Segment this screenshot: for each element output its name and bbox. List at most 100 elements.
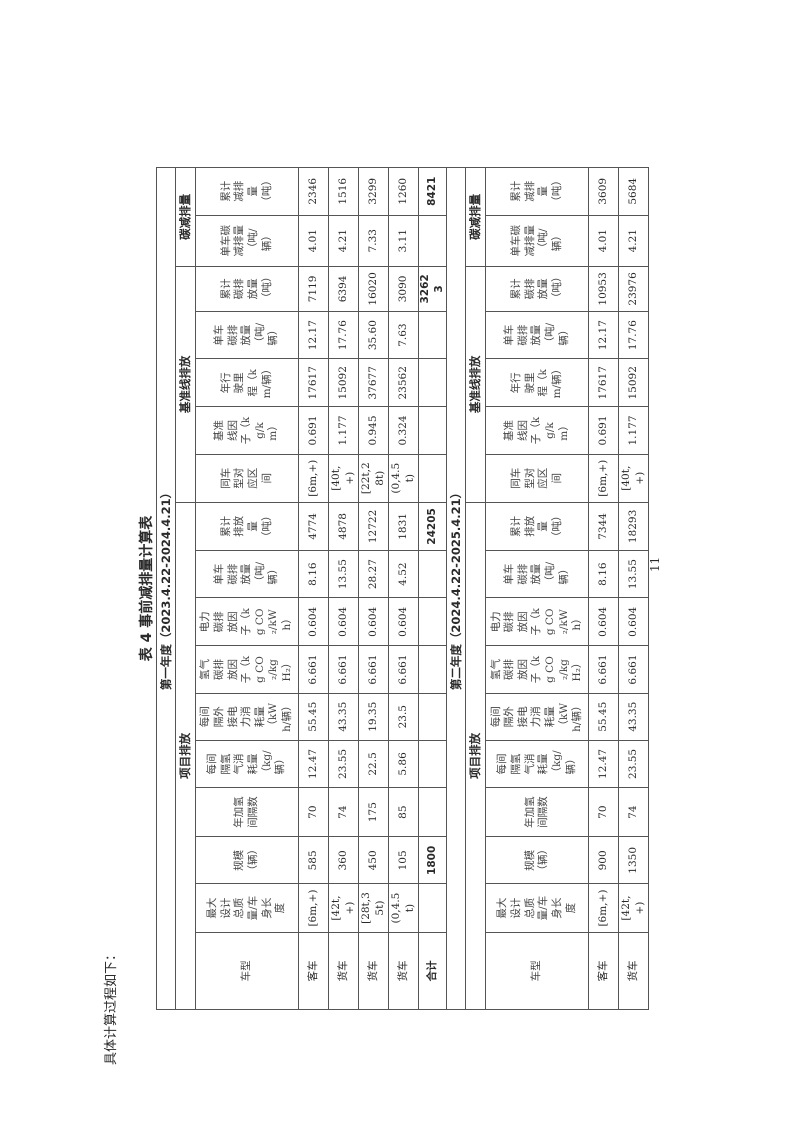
table-cell: 12.17 [588, 311, 619, 359]
total-cell [418, 358, 447, 407]
table-cell: 15092 [618, 358, 649, 407]
column-header: 规模（辆） [195, 836, 299, 884]
total-cell: 32623 [418, 266, 447, 312]
table-cell: 6.661 [618, 645, 649, 694]
table-cell: 6394 [328, 266, 359, 312]
section-carbon-reduction: 碳减排量 [175, 167, 196, 267]
column-header: 氢气碳排放因子（kg CO₂/kg H₂） [195, 645, 299, 694]
table-cell: 23.55 [328, 740, 359, 788]
column-header: 年加氢间隔数 [485, 787, 589, 837]
table-cell: [6m,+) [588, 883, 619, 933]
table-cell: 8.16 [588, 550, 619, 598]
total-cell [418, 215, 447, 267]
table-cell: [6m,+) [588, 454, 619, 503]
table-cell: 7.63 [388, 311, 419, 359]
total-cell [418, 883, 447, 933]
column-header: 每间隔外接电力消耗量（kWh/辆） [485, 693, 589, 741]
table-cell: 0.324 [388, 406, 419, 455]
table-cell: 8.16 [298, 550, 329, 598]
table-cell: 3.11 [388, 215, 419, 267]
column-header: 车型 [485, 932, 589, 1010]
total-cell [418, 693, 447, 741]
column-header: 基准线因子（kg/km） [195, 406, 299, 455]
table-cell: 12.17 [298, 311, 329, 359]
table-cell: [42t,+) [618, 883, 649, 933]
table-cell: 客车 [298, 932, 329, 1010]
column-header: 累计减排量（吨） [485, 167, 589, 216]
section-carbon-reduction: 碳减排量 [465, 167, 486, 267]
column-header: 单车碳排放量（吨/辆） [195, 311, 299, 359]
table-cell: 17.76 [618, 311, 649, 359]
table-cell: 55.45 [298, 693, 329, 741]
total-cell: 合计 [418, 932, 447, 1010]
total-cell [418, 787, 447, 837]
table-cell: 6.661 [588, 645, 619, 694]
column-header: 年行驶里程（km/辆） [485, 358, 589, 407]
table-cell: 17617 [588, 358, 619, 407]
column-header: 电力碳排放因子（kg CO₂/kWh） [485, 597, 589, 646]
total-cell: 8421 [418, 167, 447, 216]
column-header: 最大设计总质量/车身长度 [195, 883, 299, 933]
table-cell: 70 [298, 787, 329, 837]
table-cell: 28.27 [358, 550, 389, 598]
column-header: 年行驶里程（km/辆） [195, 358, 299, 407]
column-header: 同车型对应区间 [195, 454, 299, 503]
column-header: 每间隔氢气消耗量（kg/辆） [485, 740, 589, 788]
column-header: 累计碳排放量（吨） [485, 266, 589, 312]
table-cell: 23.5 [388, 693, 419, 741]
table-cell: 1350 [618, 836, 649, 884]
column-header-row: 车型最大设计总质量/车身长度规模（辆）年加氢间隔数每间隔氢气消耗量（kg/辆）每… [485, 167, 589, 1010]
total-cell [418, 645, 447, 694]
table-cell: [40t,+) [328, 454, 359, 503]
table-cell: 4774 [298, 502, 329, 551]
section-header-row: 项目排放基准线排放碳减排量 [175, 167, 196, 1010]
table-cell: 4878 [328, 502, 359, 551]
column-header: 单车碳排放量（吨/辆） [485, 311, 589, 359]
table-cell: 16020 [358, 266, 389, 312]
table-cell: 37677 [358, 358, 389, 407]
table-cell: 0.945 [358, 406, 389, 455]
table-cell: 4.21 [328, 215, 359, 267]
column-header: 年加氢间隔数 [195, 787, 299, 837]
table-cell: 5684 [618, 167, 649, 216]
column-header: 单车碳排放量（吨/辆） [485, 550, 589, 598]
table-cell: [28t,35t) [358, 883, 389, 933]
total-cell [418, 597, 447, 646]
table-cell: 23562 [388, 358, 419, 407]
table-cell: 4.21 [618, 215, 649, 267]
table-cell: 900 [588, 836, 619, 884]
total-cell: 24205 [418, 502, 447, 551]
table-cell: 12722 [358, 502, 389, 551]
total-cell [418, 550, 447, 598]
table-cell: 3299 [358, 167, 389, 216]
table-cell: 4.52 [388, 550, 419, 598]
table-cell: 6.661 [298, 645, 329, 694]
year-label: 第一年度（2023.4.22-2024.4.21） [156, 167, 176, 1010]
table-cell: 23.55 [618, 740, 649, 788]
table-cell: 43.35 [328, 693, 359, 741]
column-header: 单车碳减排量（吨/辆） [485, 215, 589, 267]
table-cell: [40t,+) [618, 454, 649, 503]
table-cell: [42t,+) [328, 883, 359, 933]
table-cell: [22t,28t) [358, 454, 389, 503]
table-cell: 2346 [298, 167, 329, 216]
section-project-emission: 项目排放 [175, 502, 196, 1010]
table-cell: 23976 [618, 266, 649, 312]
section-header-row: 项目排放基准线排放碳减排量 [465, 167, 486, 1010]
table-cell: 货车 [388, 932, 419, 1010]
section-baseline-emission: 基准线排放 [465, 266, 486, 503]
table-cell: 0.604 [618, 597, 649, 646]
table-cell: 货车 [328, 932, 359, 1010]
column-header: 电力碳排放因子（kg CO₂/kWh） [195, 597, 299, 646]
table-cell: 43.35 [618, 693, 649, 741]
table-cell: 0.604 [588, 597, 619, 646]
table-cell: 0.691 [298, 406, 329, 455]
intro-text: 具体计算过程如下： [104, 947, 119, 1065]
table-cell: 12.47 [588, 740, 619, 788]
column-header: 最大设计总质量/车身长度 [485, 883, 589, 933]
